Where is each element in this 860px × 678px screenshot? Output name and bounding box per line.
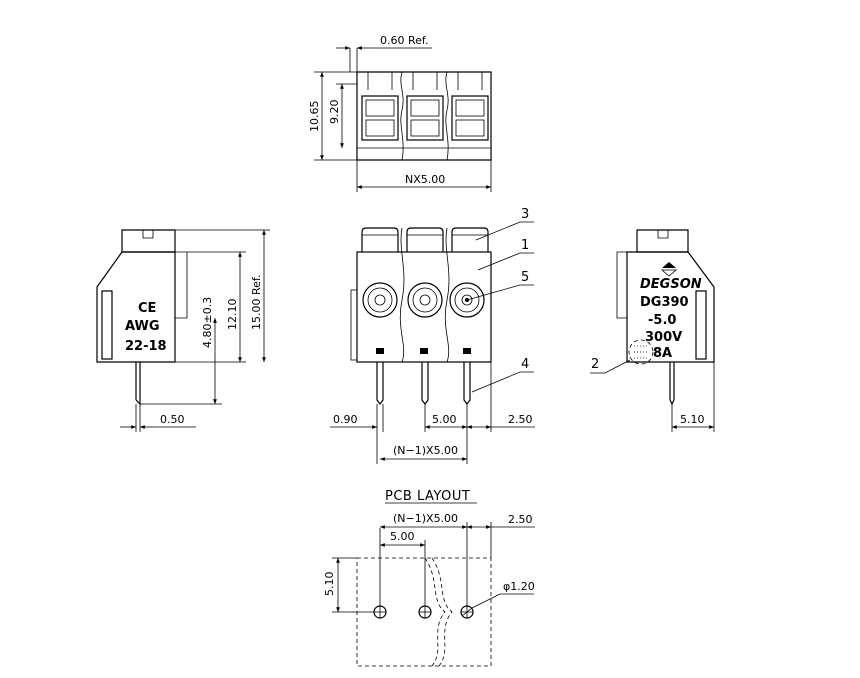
dim-pin-length: 4.80±0.3	[201, 297, 214, 348]
wire-label: AWG	[125, 319, 160, 334]
dim-pcb-pitch: 5.00	[390, 530, 415, 543]
dim-front-right: 2.50	[508, 413, 533, 426]
current-label: 8A	[653, 346, 672, 361]
ce-mark: CE	[138, 301, 156, 316]
front-view: 3 1 5 4 0.90 5.00 2.50 (N−1)X5.00	[330, 207, 535, 464]
dim-top-width: NX5.00	[405, 173, 445, 186]
callout-4: 4	[521, 357, 529, 372]
dim-body-height: 12.10	[226, 299, 239, 331]
front-screws	[362, 282, 485, 318]
callout-1: 1	[521, 238, 529, 253]
dim-front-span: (N−1)X5.00	[393, 444, 458, 457]
top-slots	[361, 95, 489, 141]
dim-top-height-outer: 10.65	[308, 101, 321, 133]
dim-pin-width: 0.50	[160, 413, 185, 426]
dim-top-ref: 0.60 Ref.	[380, 34, 428, 47]
dim-pcb-span: (N−1)X5.00	[393, 512, 458, 525]
side-view-right: DEGSON DG390 -5.0 300V 8A 2 5.10	[590, 229, 715, 432]
dim-pcb-hole: φ1.20	[503, 580, 535, 593]
callout-5: 5	[521, 270, 529, 285]
callout-3: 3	[521, 207, 529, 222]
model-line2: -5.0	[648, 313, 676, 328]
brand-label: DEGSON	[640, 277, 702, 292]
dim-pcb-edge: 2.50	[508, 513, 533, 526]
dim-front-left: 0.90	[333, 413, 358, 426]
pcb-layout: PCB LAYOUT (N−1)X5.00 2.50 5.00 5.10 φ1.…	[323, 489, 535, 667]
pcb-layout-title: PCB LAYOUT	[385, 489, 470, 504]
top-view: 0.60 Ref. 10.65 9.20 NX5.00	[308, 34, 492, 192]
dim-right-offset: 5.10	[680, 413, 705, 426]
dim-pcb-height: 5.10	[323, 572, 336, 597]
dim-front-pitch: 5.00	[432, 413, 457, 426]
callout-2: 2	[591, 357, 599, 372]
voltage-label: 300V	[645, 330, 682, 345]
model-line1: DG390	[640, 295, 689, 310]
side-view-left: CE AWG 22-18 4.80±0.3 12.10 15.00 Ref. 0…	[96, 229, 270, 432]
dim-top-height-inner: 9.20	[328, 100, 341, 125]
wire-range: 22-18	[125, 339, 167, 354]
dim-total-height: 15.00 Ref.	[250, 275, 263, 330]
